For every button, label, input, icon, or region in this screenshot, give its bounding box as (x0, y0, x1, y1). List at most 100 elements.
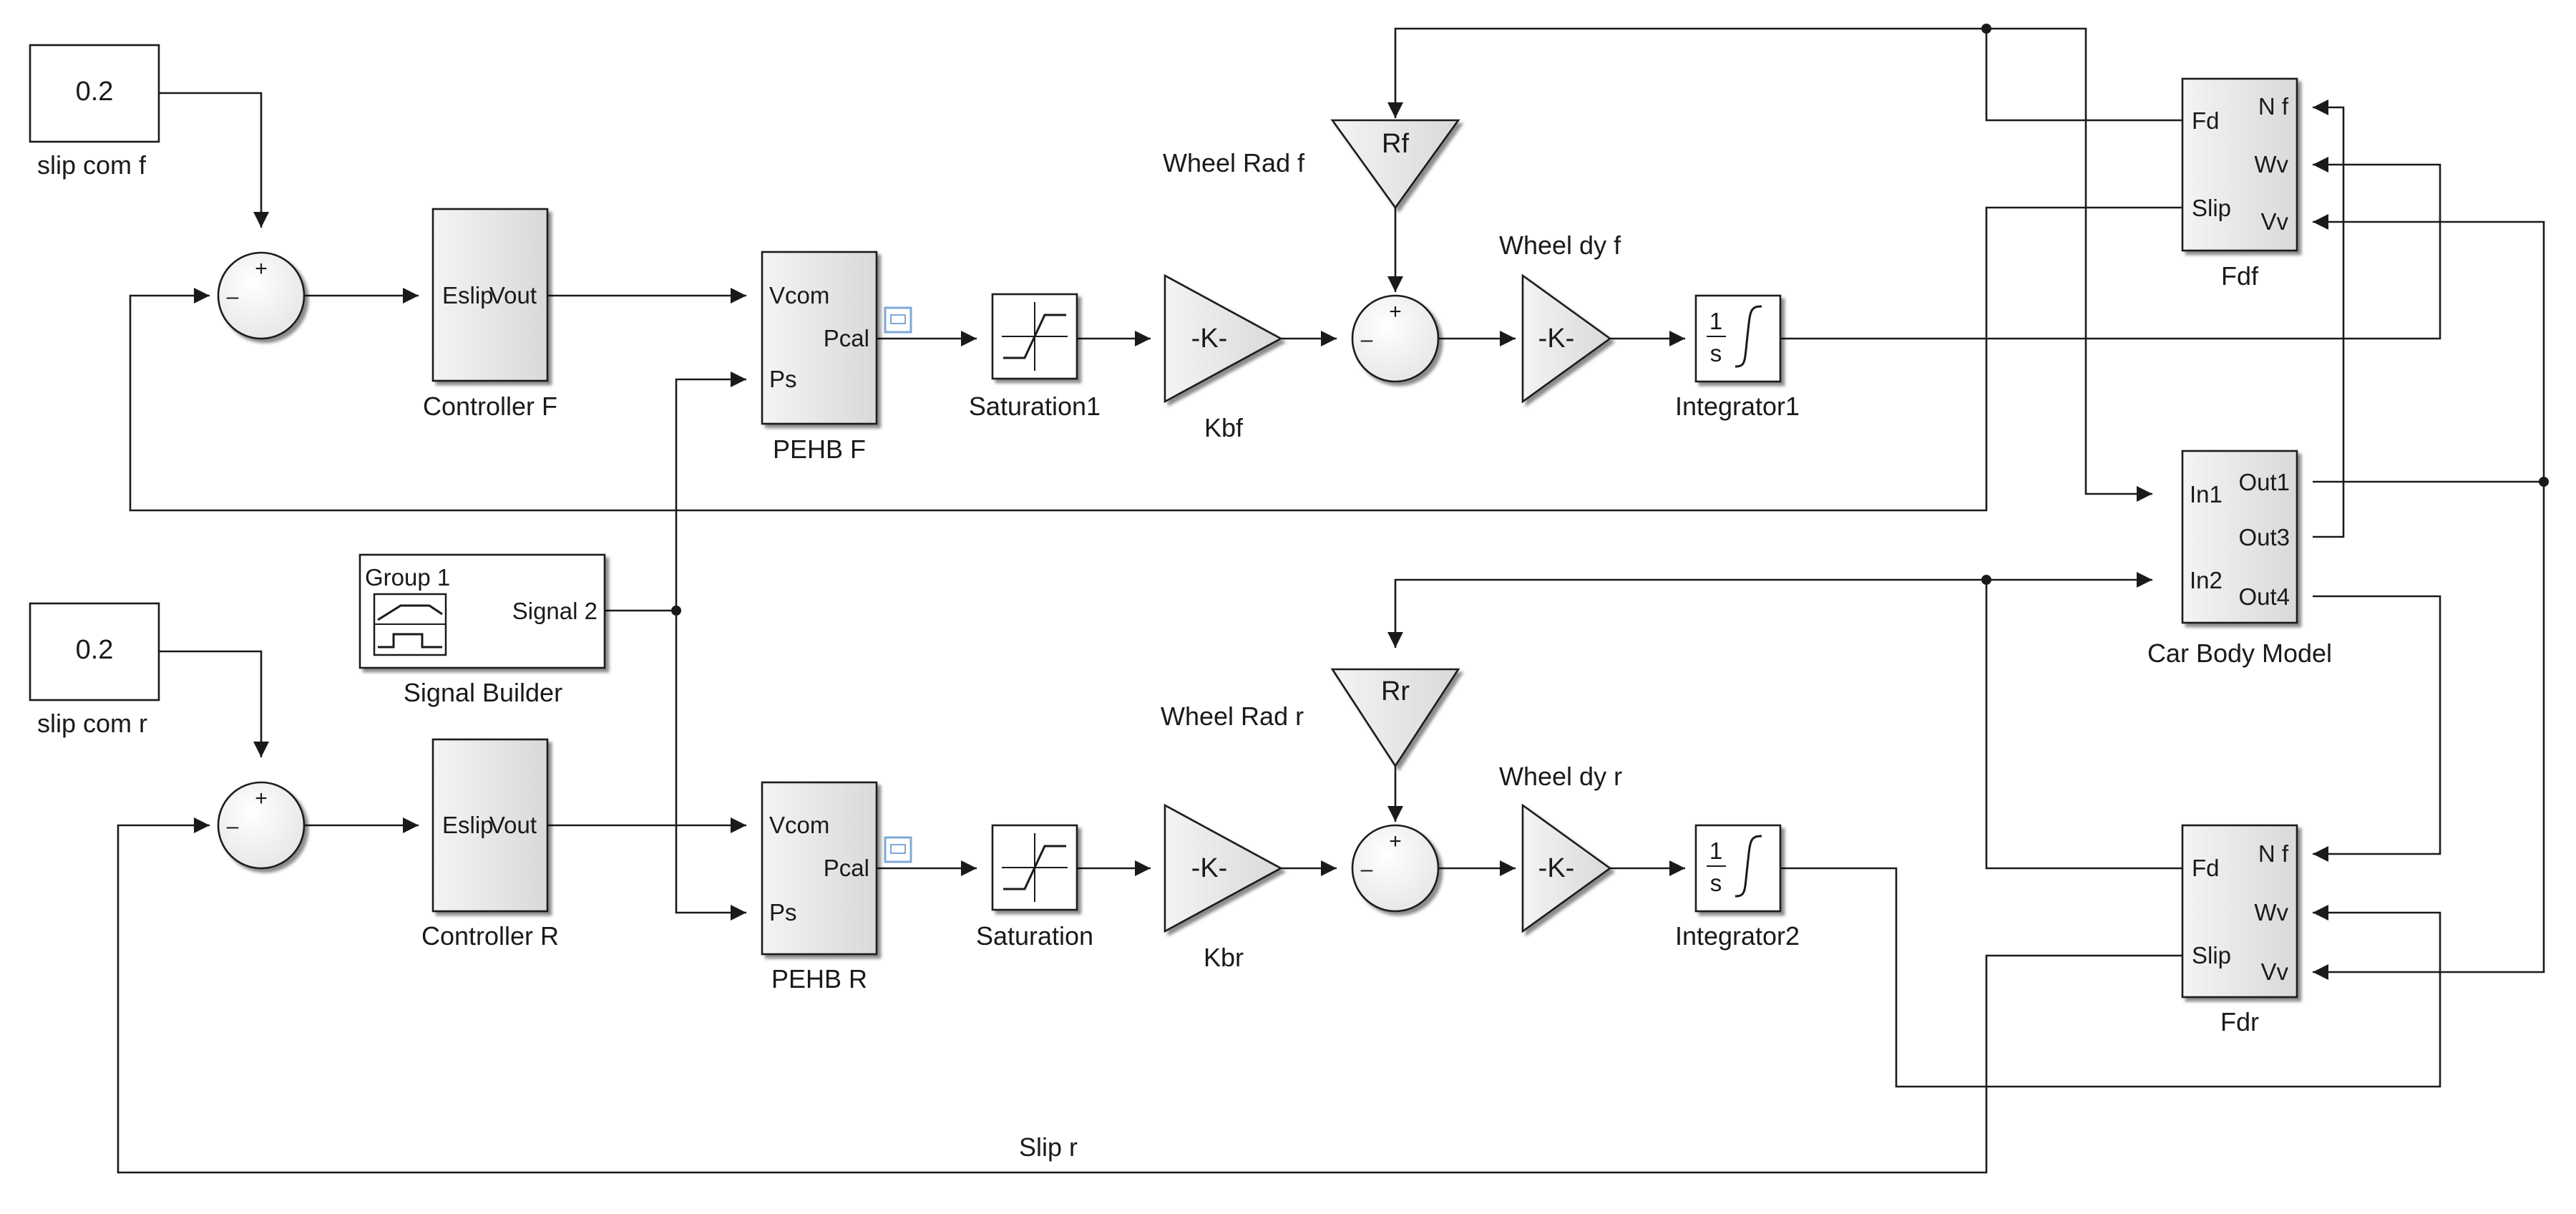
port-nf: N f (2258, 840, 2289, 867)
integrator2-block[interactable]: 1 s (1694, 824, 1782, 913)
label-wheel-rad-r: Wheel Rad r (1161, 701, 1304, 731)
port-fd: Fd (2192, 855, 2220, 881)
junction-dot (1981, 24, 1991, 34)
gain-wheel-dy-f-block[interactable]: -K- (1521, 273, 1612, 404)
port-in1: In1 (2190, 481, 2223, 508)
sum-block-wheel-f[interactable]: + – (1351, 294, 1440, 383)
label-saturation: Saturation (976, 921, 1093, 951)
saturation1-block[interactable] (991, 293, 1078, 380)
plus-sign: + (1389, 830, 1402, 853)
junction-dot (671, 606, 681, 616)
plus-sign: + (1389, 300, 1402, 324)
sum-block-front[interactable]: + – (217, 251, 306, 340)
port-ps: Ps (769, 899, 797, 926)
port-vcom: Vcom (769, 812, 829, 838)
port-out4: Out4 (2238, 583, 2290, 610)
gain-text: -K- (1191, 853, 1228, 883)
label-slip-com-r: slip com r (37, 709, 147, 738)
port-vout: Vout (489, 812, 537, 838)
signal-group-label: Group 1 (365, 564, 450, 591)
int-den: s (1710, 340, 1722, 366)
label-integrator1: Integrator1 (1675, 392, 1800, 421)
fdf-block[interactable]: Fd Slip N f Wv Vv (2181, 77, 2298, 252)
label-pehb-r: PEHB R (771, 964, 867, 994)
junction-dot (1981, 575, 1991, 585)
gain-text: -K- (1538, 324, 1575, 354)
port-pcal: Pcal (824, 325, 869, 351)
label-signal-builder: Signal Builder (404, 678, 562, 707)
port-slip: Slip (2192, 942, 2231, 968)
gain-text: -K- (1538, 853, 1575, 883)
label-slip-com-f: slip com f (37, 150, 147, 180)
wheel-rad-f-gain[interactable]: Rf (1330, 119, 1460, 210)
pehb-r-block[interactable]: Vcom Pcal Ps (761, 781, 912, 956)
pehb-f-block[interactable]: Vcom Pcal Ps (761, 251, 912, 425)
label-fdf: Fdf (2221, 261, 2259, 291)
port-vout: Vout (489, 282, 537, 309)
port-nf: N f (2258, 93, 2289, 120)
junction-dot (2539, 477, 2549, 487)
port-icon (884, 306, 912, 334)
port-wv: Wv (2254, 899, 2288, 926)
integrator1-block[interactable]: 1 s (1694, 294, 1782, 383)
fdr-block[interactable]: Fd Slip N f Wv Vv (2181, 824, 2298, 999)
gain-kbr-block[interactable]: -K- (1163, 803, 1283, 933)
port-out3: Out3 (2238, 524, 2290, 550)
minus-sign: – (1361, 328, 1373, 351)
label-controller-r: Controller R (421, 921, 559, 951)
int-num: 1 (1709, 308, 1722, 334)
label-fdr: Fdr (2220, 1007, 2259, 1036)
port-eslip: Eslip (442, 812, 494, 838)
wires-front (129, 27, 2545, 973)
label-kbf: Kbf (1204, 413, 1244, 442)
port-icon-inner (890, 314, 906, 324)
int-den: s (1710, 870, 1722, 896)
port-in2: In2 (2190, 567, 2223, 593)
gain-text: -K- (1191, 324, 1228, 354)
rf-text: Rf (1382, 129, 1409, 159)
constant-value: 0.2 (76, 635, 114, 665)
label-controller-f: Controller F (423, 392, 557, 421)
label-wheel-rad-f: Wheel Rad f (1163, 148, 1305, 178)
label-wheel-dy-r: Wheel dy r (1499, 762, 1622, 791)
label-car-body-model: Car Body Model (2147, 638, 2332, 668)
controller-r-block[interactable]: Eslip Vout (431, 738, 549, 913)
constant-slip-com-f[interactable]: 0.2 (29, 44, 160, 143)
signal-builder-block[interactable]: Group 1 Signal 2 (358, 553, 606, 669)
plus-sign: + (255, 257, 268, 281)
int-num: 1 (1709, 837, 1722, 864)
port-icon (884, 836, 912, 863)
port-wv: Wv (2254, 151, 2288, 178)
saturation-block[interactable] (991, 824, 1078, 911)
arrowheads (194, 99, 2328, 980)
port-pcal: Pcal (824, 855, 869, 881)
port-eslip: Eslip (442, 282, 494, 309)
signal-output-label: Signal 2 (512, 598, 597, 624)
signal-label-slip-r: Slip r (1019, 1132, 1078, 1162)
port-vv: Vv (2260, 208, 2288, 235)
port-ps: Ps (769, 366, 797, 392)
label-pehb-f: PEHB F (773, 434, 866, 464)
sum-block-wheel-r[interactable]: + – (1351, 824, 1440, 913)
label-saturation1: Saturation1 (969, 392, 1101, 421)
label-wheel-dy-f: Wheel dy f (1499, 230, 1621, 260)
minus-sign: – (227, 815, 239, 838)
car-body-model-block[interactable]: In1 In2 Out1 Out3 Out4 (2181, 450, 2298, 624)
port-vv: Vv (2260, 958, 2288, 985)
constant-value: 0.2 (76, 77, 114, 107)
label-kbr: Kbr (1204, 943, 1244, 972)
port-out1: Out1 (2238, 469, 2290, 495)
controller-f-block[interactable]: Eslip Vout (431, 208, 549, 382)
port-fd: Fd (2192, 107, 2220, 134)
port-slip: Slip (2192, 195, 2231, 221)
label-integrator2: Integrator2 (1675, 921, 1800, 951)
gain-wheel-dy-r-block[interactable]: -K- (1521, 803, 1612, 933)
wheel-rad-r-gain[interactable]: Rr (1330, 668, 1460, 768)
plus-sign: + (255, 787, 268, 810)
sum-block-rear[interactable]: + – (217, 781, 306, 870)
minus-sign: – (227, 285, 239, 309)
constant-slip-com-r[interactable]: 0.2 (29, 602, 160, 701)
gain-kbf-block[interactable]: -K- (1163, 273, 1283, 404)
